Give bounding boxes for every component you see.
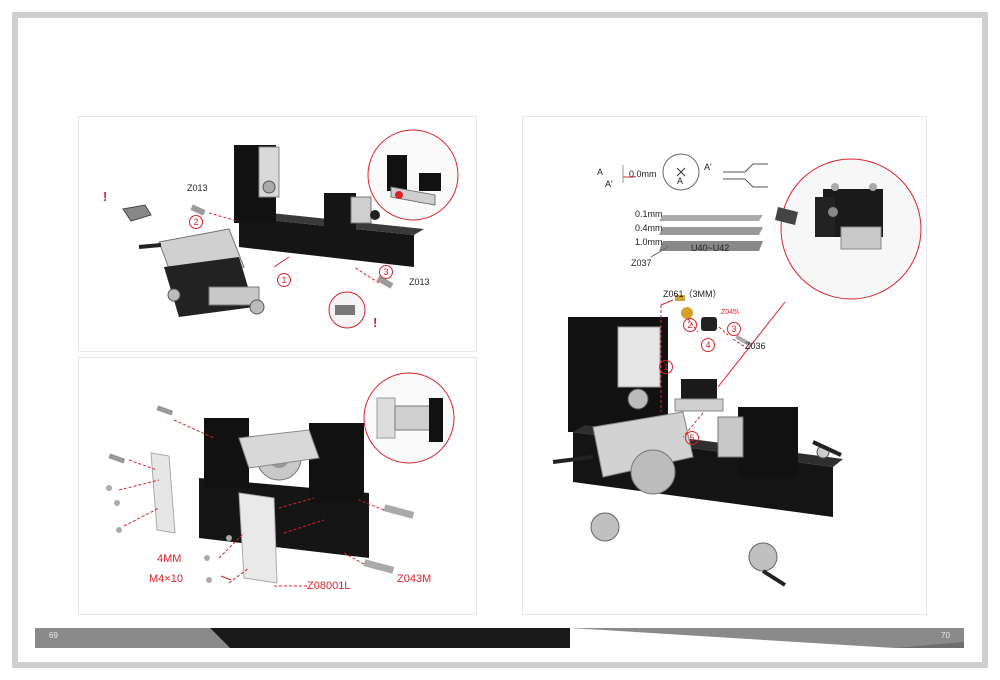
frame-assembly-illustration <box>122 129 459 329</box>
label-z013-right: Z013 <box>409 277 430 287</box>
step-3-badge: 3 <box>379 265 393 279</box>
page-number-right: 70 <box>941 631 950 640</box>
label-z013-top: Z013 <box>187 183 208 193</box>
right-step-3-badge: 3 <box>727 322 741 336</box>
panel-frame-assembly: ! Z013 2 1 3 Z013 ! <box>78 116 477 352</box>
spec-a-left: A <box>597 167 604 177</box>
warning-mark: ! <box>103 189 108 204</box>
footer-bar: 69 70 <box>35 628 964 648</box>
step-1-badge: 1 <box>277 273 291 287</box>
footer-graphic <box>35 628 964 648</box>
label-z061-3mm: Z061（3MM） <box>663 289 722 299</box>
label-4mm: 4MM <box>157 553 182 565</box>
guard-assembly-illustration <box>106 372 455 587</box>
label-m4x10: M4×10 <box>149 573 183 585</box>
right-step-4-badge: 4 <box>701 338 715 352</box>
shim-0-1mm: 0.1mm <box>635 209 663 219</box>
spec-a-center: A <box>677 176 684 186</box>
label-z045: Z045\ <box>721 309 739 316</box>
step-2-badge: 2 <box>189 215 203 229</box>
shim-1-0mm: 1.0mm <box>635 237 663 247</box>
spec-a-prime-left: A' <box>605 179 613 189</box>
panel-toolpost-assembly: A A' 0.0mm A A' 0.1mm 0.4mm 1.0mm U40~U4… <box>522 116 927 615</box>
shim-0-4mm: 0.4mm <box>635 223 663 233</box>
right-step-5-badge: 5 <box>685 431 699 445</box>
toolpost-assembly-illustration <box>552 153 922 587</box>
panel-guard-assembly: 4MM M4×10 Z08001L Z043M <box>78 357 477 615</box>
right-step-2-badge: 2 <box>683 318 697 332</box>
spec-offset: 0.0mm <box>629 169 657 179</box>
page-number-left: 69 <box>49 631 58 640</box>
warning-mark-bottom: ! <box>373 315 378 330</box>
shim-code-z037: Z037 <box>631 258 652 268</box>
shim-part-u40-u42: U40~U42 <box>691 243 730 253</box>
spec-a-prime-right: A' <box>704 162 712 172</box>
right-step-1-badge: 1 <box>659 360 673 374</box>
label-z08001l: Z08001L <box>307 580 351 592</box>
label-z043m: Z043M <box>397 573 432 585</box>
label-z036: Z036 <box>745 341 766 351</box>
